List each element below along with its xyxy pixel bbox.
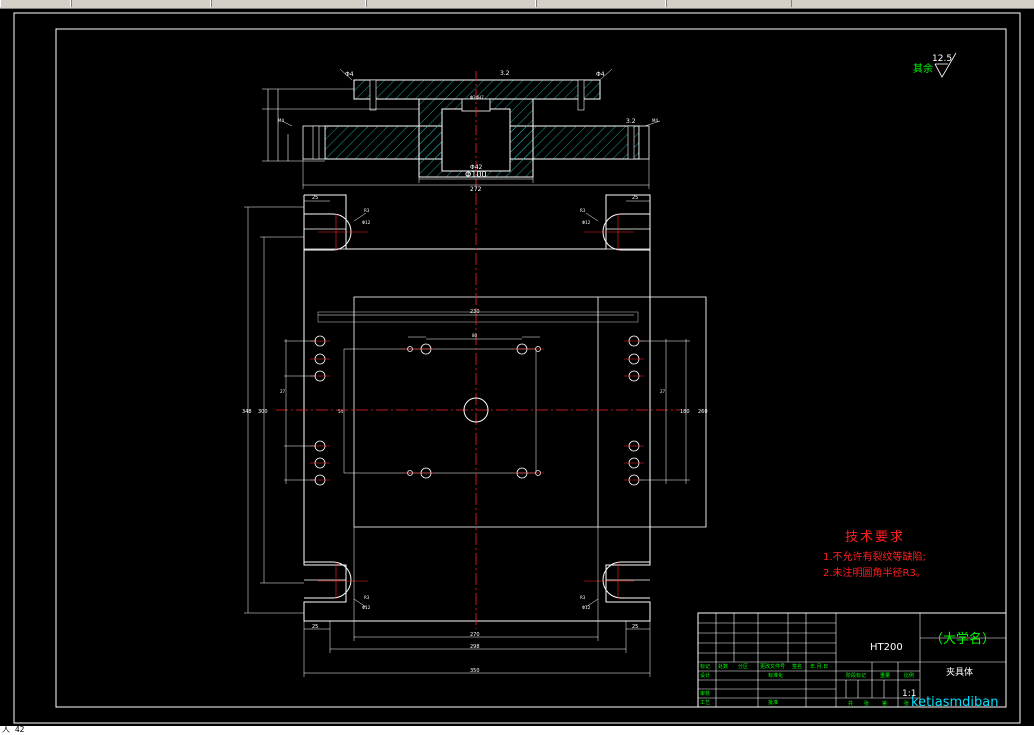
header-signature: 签名 [792,663,802,670]
dim-slot-radius-tl: R3 [364,208,370,213]
dim-hole-pitch-mid: 54 [338,409,344,414]
dim-right-height: 260 [698,409,708,415]
notes-line-2: 2.未注明圆角半径R3。 [823,566,926,579]
dim-bottom-overall: 350 [470,668,480,674]
dim-bottom-right-25: 25 [632,624,638,630]
dim-right-inner: 180 [680,409,690,415]
scale-value: 1:1 [902,689,916,699]
toolbar-segment[interactable] [535,0,667,7]
dim-bottom-roughness: 3.2 [626,118,636,125]
technical-notes: 技术要求 1.不允许有裂纹等缺陷; 2.未注明圆角半径R3。 [823,530,926,579]
dim-slot-width-tl: Φ12 [362,220,371,225]
top-toolbar-strip [0,0,1034,9]
dim-bottom-left-25: 25 [312,624,318,630]
dim-bore-top: Φ24H7 [470,95,484,100]
roughness-symbol: 其余 12.5 [913,52,957,78]
coordinate-readout: 人 42 [2,725,25,734]
dim-slot-width-bl: Φ12 [362,605,371,610]
dim-inner-bore: Φ42 [470,164,483,171]
label-weight: 重量 [880,672,890,679]
toolbar-segment[interactable] [70,0,212,7]
header-count: 处数 [718,663,728,670]
header-change-doc: 更改文件号 [760,663,785,670]
label-sheets: 张 [864,700,869,707]
label-scale: 比例 [904,672,914,679]
dim-slot-radius-bl: R3 [364,595,370,600]
roughness-value: 12.5 [932,54,952,64]
material-value: HT200 [870,642,903,653]
dim-bottom-298: 298 [470,644,480,650]
dim-tail-right: M4 [652,118,658,123]
dim-left-pitch: 27 [280,389,286,394]
dim-top-left-25: 25 [312,195,318,201]
label-approve: 批准 [768,699,778,706]
watermark-text: ketiasmdiban [911,695,999,710]
notes-line-1: 1.不允许有裂纹等缺陷; [823,550,926,563]
dim-right-pitch: 27 [660,389,666,394]
section-view: Φ4 Φ4 3.2 3.2 Φ24H7 Φ42 Φ100 272 M4 M4 [262,68,661,193]
toolbar-segment[interactable] [0,0,72,7]
label-design: 设计 [700,672,710,679]
label-standardization: 标准化 [768,672,783,679]
dim-right-hole: Φ4 [596,71,605,78]
dim-top-roughness: 3.2 [500,70,510,77]
label-process: 工艺 [700,700,710,706]
school-name: （大学名） [930,631,995,647]
notes-title: 技术要求 [845,530,905,545]
status-bar: 人 42 [0,725,1034,735]
header-date: 年.月.日 [810,663,828,670]
label-sheet-no: 第 [882,700,887,707]
dim-slot-width-br: Φ12 [582,605,591,610]
dim-top-right-25: 25 [632,195,638,201]
header-zone: 分区 [738,663,748,670]
dim-left-height: 348 [242,409,252,415]
plan-view: 25 25 25 25 230 270 298 350 348 300 260 … [242,193,708,677]
dim-left-inner: 300 [258,409,268,415]
label-sheet: 张 [904,700,909,707]
dim-width-inner: 230 [470,309,480,315]
frame-border [55,28,1007,708]
roughness-label: 其余 [913,62,933,75]
header-mark: 标记 [700,663,710,670]
title-block: 标记 处数 分区 更改文件号 签名 年.月.日 设计 审核 工艺 标准化 批准 … [697,612,1007,710]
dim-hole-pitch-top: 80 [472,333,478,338]
toolbar-segment[interactable] [365,0,537,7]
toolbar-segment[interactable] [665,0,792,7]
part-name: 夹具体 [946,666,973,678]
sheet-border [13,12,1021,724]
label-review: 审核 [700,690,710,697]
dim-tail-left: M4 [278,118,284,123]
dim-outer-diameter: Φ100 [465,170,487,179]
toolbar-segment[interactable] [210,0,367,7]
dim-overall-width: 272 [470,186,482,193]
dim-slot-width-tr: Φ12 [582,220,591,225]
dim-bottom-270: 270 [470,632,480,638]
label-total: 共 [848,700,853,707]
dim-left-hole: Φ4 [345,71,354,78]
dim-slot-radius-br: R3 [580,595,586,600]
drawing-canvas[interactable]: 其余 12.5 [0,9,1034,726]
label-stage-mark: 阶段标记 [846,672,866,679]
dim-slot-radius-tr: R3 [580,208,586,213]
